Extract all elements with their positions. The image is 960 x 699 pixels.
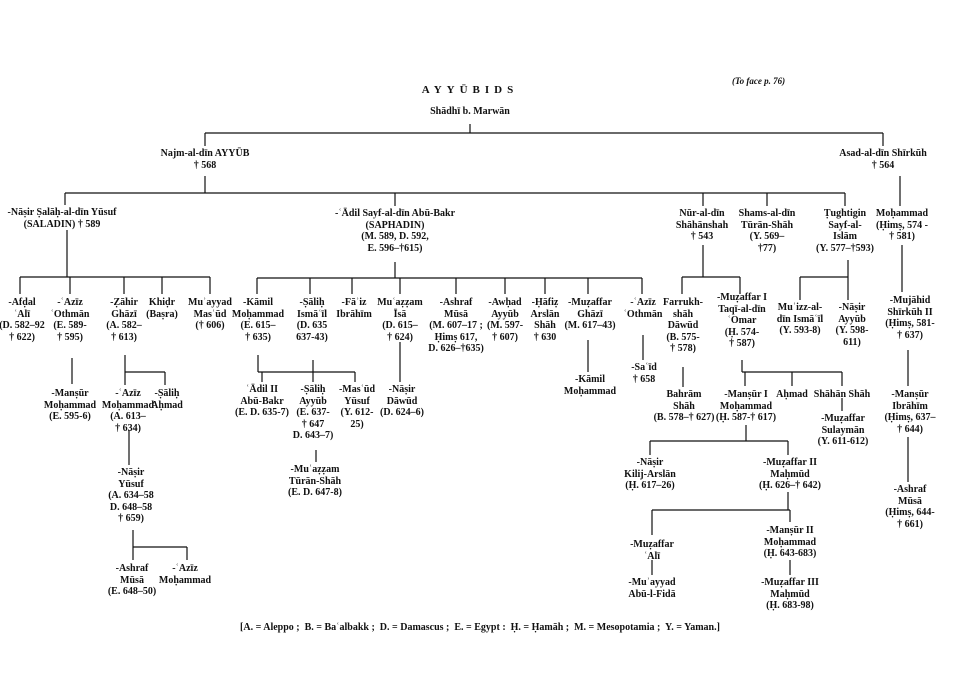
node-kamil-mohammad: -Kāmil Moḥammad: [563, 374, 617, 397]
node-ayyub: Najm-al-dīn AYYŪB † 568: [160, 148, 250, 171]
node-muzaffar-3: -Muẓaffar III Maḥmūd (Ḥ. 683-98): [761, 577, 819, 611]
node-shadhi: Shādhī b. Marwān: [430, 106, 510, 117]
node-nuraldin: Nūr-al-dīn Shāhānshah † 543: [675, 208, 729, 242]
node-shahanshah: Shāhān Shāh: [813, 389, 871, 400]
node-abulfida: -Muʾayyad Abū-l-Fidā: [628, 577, 676, 600]
node-kamil: -Kāmil Moḥammad (E. 615– † 635): [231, 297, 285, 343]
node-muzaffar-ghazi: -Muẓaffar Ghāzī (M. 617–43): [564, 297, 616, 331]
page-reference: (To face p. 76): [732, 76, 786, 86]
node-mujahid: -Mujāhid Shīrkūh II (Ḥimṣ, 581- † 637): [885, 295, 935, 341]
node-farrukhshah: Farrukh- shāh Dāwūd (B. 575- † 578): [663, 297, 703, 354]
node-ashraf-musa-3: -Ashraf Mūsā (Ḥimṣ, 644- † 661): [885, 484, 935, 530]
node-faiz: -Fāʾiz Ibrāhīm: [336, 297, 372, 320]
node-muzaffar-ali: -Muẓaffar ʿAlī: [630, 539, 674, 562]
node-salih-ahmad: -Ṣāliḥ Aḥmad: [151, 388, 183, 411]
node-bahram: Bahrām Shāh (B. 578–† 627): [653, 389, 715, 423]
node-turanshah: -Muʿaẓẓam Tūrān-Shāh (E. D. 647-8): [288, 464, 342, 498]
node-taqi: -Muẓaffar I Taqī-al-dīn ʿOmar (Ḥ. 574- †…: [716, 292, 768, 349]
node-muizz: Muʿizz-al- dīn Ismāʿīl (Y. 593-8): [776, 302, 824, 336]
node-mansur-2: -Manṣūr II Moḥammad (Ḥ. 643-683): [763, 525, 817, 559]
node-aziz-mohammad: -ʿAzīz Moḥammad (A. 613– † 634): [101, 388, 155, 434]
node-muayyad-masud: Muʾayyad Masʿūd († 606): [188, 297, 232, 331]
node-ashraf-musa-2: -Ashraf Mūsā (E. 648–50): [107, 563, 157, 597]
node-nasir-dawud: -Nāṣir Dāwūd (D. 624–6): [380, 384, 424, 418]
chart-title: AYYŪBIDS: [421, 84, 519, 96]
node-saladin: -Nāṣir Ṣalāḥ-al-dīn Yūsuf (SALADIN) † 58…: [7, 207, 117, 230]
node-said: -Saʿīd † 658: [631, 362, 657, 385]
node-nasir-ayyub: -Nāṣir Ayyūb (Y. 598- 611): [835, 302, 869, 348]
node-mansur-mohammad: -Manṣūr Moḥammad (E. 595-6): [43, 388, 97, 422]
node-shams: Shams-al-dīn Tūrān-Shāh (Y. 569– †77): [738, 208, 796, 254]
node-tughtigin: Ṭughtigin Sayf-al- Islām (Y. 577–†593): [816, 208, 874, 254]
node-salih-ismail: -Ṣāliḥ Ismāʿīl (D. 635 637-43): [296, 297, 328, 343]
node-mansur-ibrahim: -Manṣūr Ibrāhīm (Ḥimṣ, 637– † 644): [884, 389, 936, 435]
node-awhad: -Awḥad Ayyūb (M. 597- † 607): [486, 297, 524, 343]
node-aziz-mohammad-2: -ʿAzīz Moḥammad: [158, 563, 212, 586]
node-salih-ayyub: -Ṣāliḥ Ayyūb (E. 637- † 647 D. 643–7): [292, 384, 334, 441]
node-adil-2: ʿĀdil II Abū-Bakr (E. D. 635-7): [235, 384, 289, 418]
node-aziz-othman: -ʿAzīz ʿOthmān (E. 589- † 595): [50, 297, 90, 343]
node-adil: -ʿĀdil Sayf-al-dīn Abū-Bakr (SAPHADIN) (…: [334, 208, 456, 254]
node-ahmad: Aḥmad: [776, 389, 808, 400]
node-mansur-1: -Manṣūr I Moḥammad (Ḥ. 587-† 617): [715, 389, 777, 423]
node-khidr: Khiḍr (Baṣra): [146, 297, 178, 320]
node-aziz-othman-2: -ʿAzīz ʿOthmān: [623, 297, 663, 320]
node-kilij-arslan: -Nāṣir Kilij-Arslān (Ḥ. 617–26): [624, 457, 676, 491]
node-nasir-yusuf: -Nāṣir Yūsuf (A. 634–58 D. 648–58 † 659): [108, 467, 154, 524]
node-ashraf-musa: -Ashraf Mūsā (M. 607–17 ; Ḥimṣ 617, D. 6…: [428, 297, 484, 354]
abbreviation-legend: [A. = Aleppo ; B. = Baʿalbakk ; D. = Dam…: [240, 622, 720, 633]
node-afdal: -Afḍal ʿAlī (D. 582–92 † 622): [0, 297, 45, 343]
node-muazzam-isa: Muʿaẓẓam Īsā (D. 615– † 624): [377, 297, 423, 343]
node-muzaffar-2: -Muẓaffar II Maḥmūd (Ḥ. 626–† 642): [759, 457, 821, 491]
node-sulayman: -Muẓaffar Sulaymān (Y. 611-612): [817, 413, 869, 447]
node-mohammad-hims: Moḥammad (Ḥimṣ, 574 - † 581): [875, 208, 929, 242]
node-zahir: -Ẓāhir Ghāzī (A. 582– † 613): [106, 297, 142, 343]
node-masud-yusuf: -Masʿūd Yūsuf (Y. 612- 25): [338, 384, 376, 430]
node-hafiz: -Ḥāfiẓ Arslān Shāh † 630: [530, 297, 560, 343]
node-shirkuh: Asad-al-dīn Shīrkūh † 564: [839, 148, 927, 171]
